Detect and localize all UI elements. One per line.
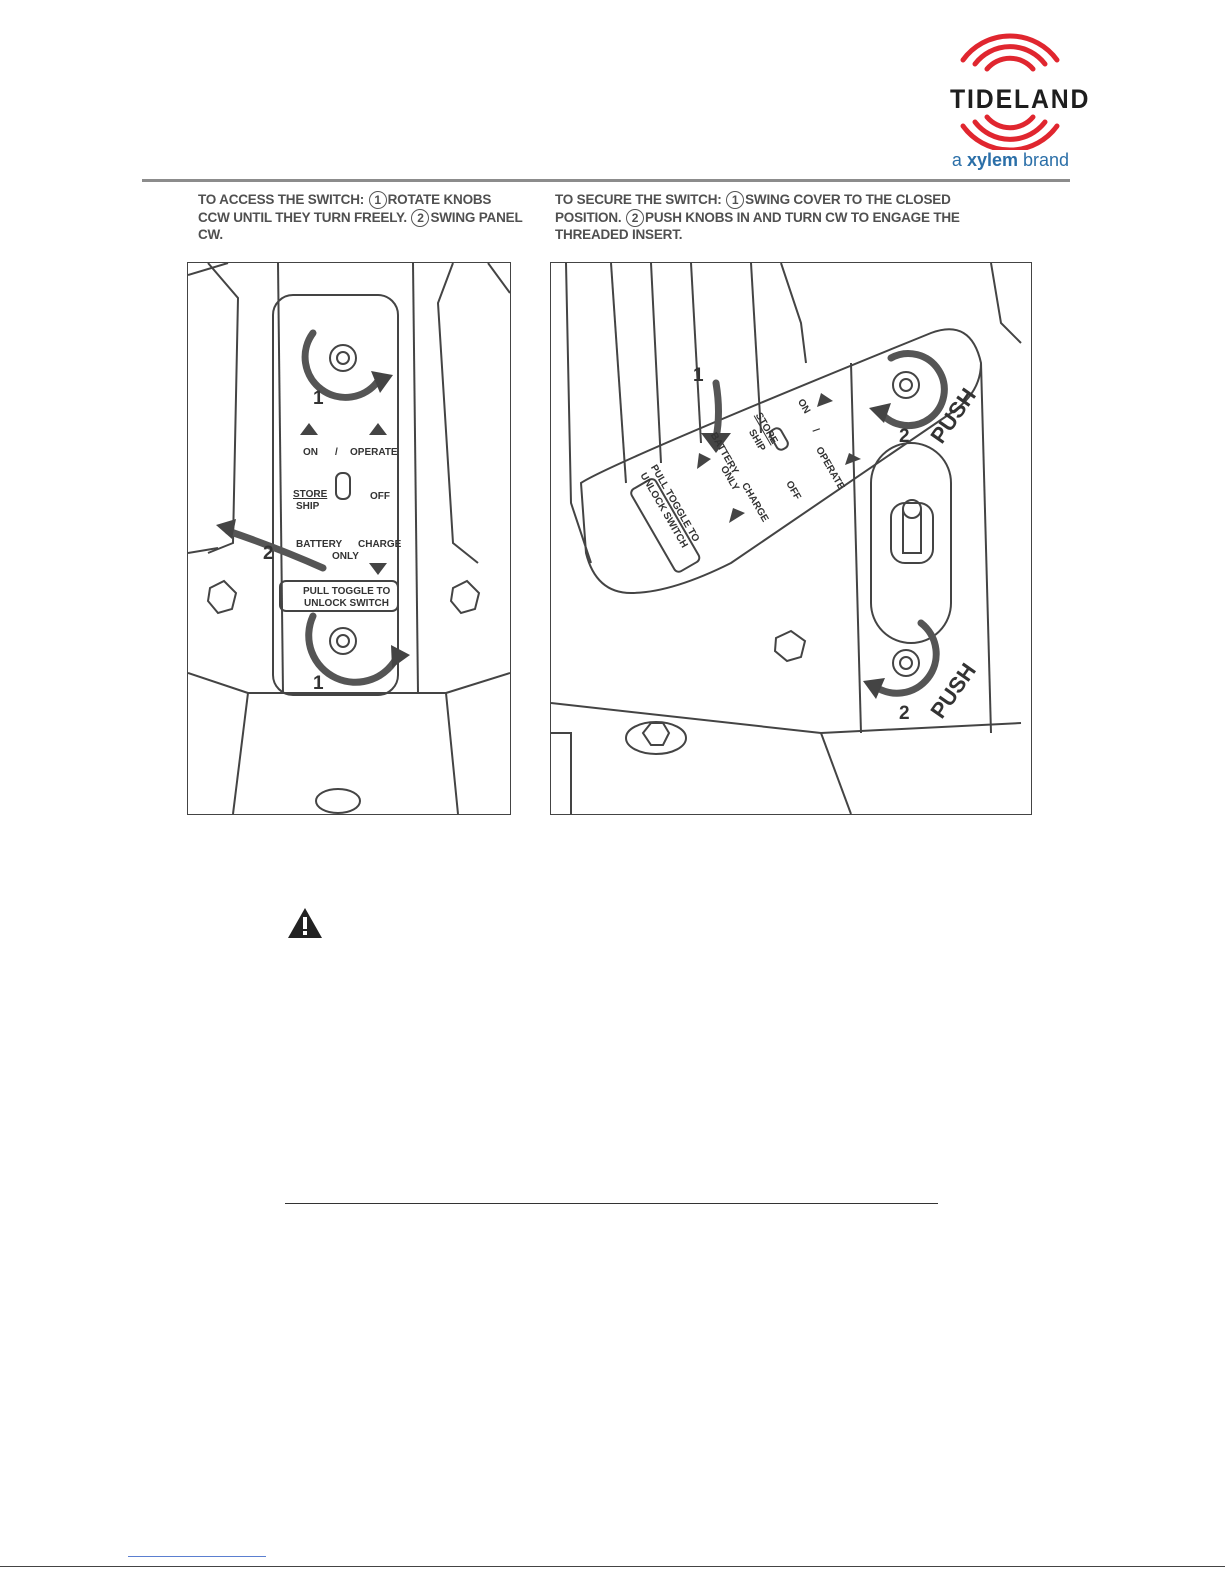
step-1-marker: 1 — [313, 388, 324, 409]
battery-label: BATTERY — [296, 539, 343, 550]
step-2-badge: 2 — [626, 209, 645, 227]
unlock-switch-label: UNLOCK SWITCH — [304, 598, 389, 609]
warning-triangle-icon — [288, 908, 322, 938]
store-label: STORE — [293, 489, 328, 500]
footnote-rule — [128, 1556, 266, 1557]
ship-label: SHIP — [296, 501, 320, 512]
logo-tagline: a xylem brand — [951, 150, 1070, 170]
tideland-logo: TIDELAND a xylem brand — [945, 20, 1091, 175]
on-label: ON — [303, 447, 318, 458]
operate-label: OPERATE — [350, 447, 398, 458]
step-1-badge: 1 — [726, 191, 745, 209]
charge-label: CHARGE — [358, 539, 402, 550]
access-switch-illustration: 1 1 2 ON / OPERATE STORE SHIP OFF BATTER… — [187, 262, 511, 815]
step-1-marker: 1 — [313, 673, 324, 694]
step-2-badge: 2 — [411, 209, 430, 227]
signal-waves-icon — [960, 33, 1060, 150]
header-rule — [142, 179, 1070, 182]
logo-wordmark: TIDELAND — [950, 84, 1091, 114]
step-2-marker: 2 — [263, 543, 274, 564]
pull-toggle-label: PULL TOGGLE TO — [303, 586, 391, 597]
step-1-marker: 1 — [693, 365, 704, 386]
switch-cover-drawing — [551, 263, 1022, 814]
only-label: ONLY — [332, 551, 359, 562]
step-2-marker: 2 — [899, 703, 910, 724]
off-label: OFF — [370, 491, 390, 502]
switch-housing-drawing — [188, 263, 510, 814]
slash-label: / — [335, 447, 338, 458]
secure-switch-illustration: 1 2 PUSH 2 PUSH ON / OPERATE STORE SHIP … — [550, 262, 1032, 815]
section-divider — [285, 1203, 938, 1204]
page-bottom-rule — [0, 1566, 1225, 1567]
step-2-marker: 2 — [899, 426, 910, 447]
step-1-badge: 1 — [368, 191, 387, 209]
